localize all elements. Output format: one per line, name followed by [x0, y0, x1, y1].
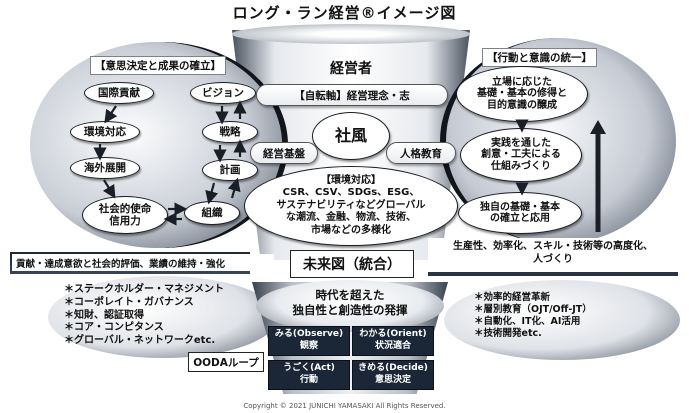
arrow-keikaku-soshiki: [205, 182, 219, 205]
right-panel-header: 【行動と意識の統一】: [482, 48, 597, 67]
bottom-heading: 時代を超えた 独自性と創造性の発揮: [292, 288, 408, 317]
jinkaku-pill: 人格教育: [386, 142, 456, 164]
ooda-act: うごく(Act) 行動: [268, 360, 350, 390]
ooda-decide: きめる(Decide) 意思決定: [352, 360, 434, 390]
right-band: 生産性、効率化、スキル・技術等の高度化、 人づくり: [428, 238, 678, 276]
ooda-label: OODAループ: [188, 352, 264, 372]
bottom-left-list: ＊ステークホルダー・マネジメント ＊コーポレイト・ガバナンス ＊知財、認証取得 …: [64, 284, 264, 348]
br-item-2: ＊層別教育（OJT/Off-JT）: [474, 304, 592, 316]
future-box: 未来図（統合）: [290, 250, 414, 278]
node-keikaku: 計画: [202, 159, 258, 181]
diagram-title: ロング・ラン経営®イメージ図: [232, 4, 457, 22]
shafu-node: 社風: [312, 112, 390, 160]
kiban-pill: 経営基盤: [250, 142, 318, 164]
node-kankyo: 環境対応: [70, 121, 140, 143]
bl-item-1: ＊ステークホルダー・マネジメント: [64, 284, 224, 295]
arrow-right-return-head: [590, 120, 606, 134]
arrow-kokusai-kankyo: [104, 105, 118, 124]
arrow-kaigai-shakai: [102, 179, 116, 199]
node-senryaku: 戦略: [202, 121, 258, 143]
jiritsu-pill: 【自転軸】経営理念・志: [256, 84, 448, 106]
node-right-3: 独自の基礎・基本 の確立と応用: [458, 192, 582, 234]
node-right-1: 立場に応じた 基礎・基本の修得と 目的意識の醸成: [456, 66, 588, 122]
node-right-2: 実践を通した 創意・工夫による 仕組みづくり: [460, 128, 582, 182]
br-item-1: ＊効率的経営革新: [474, 292, 551, 303]
cup-rim: [232, 24, 470, 44]
br-item-3: ＊自動化、IT化、AI活用: [474, 316, 581, 328]
env-node: 【環境対応】 CSR、CSV、SDGs、ESG、 サステナビリティなどグローバル…: [244, 166, 458, 246]
left-panel-header: 【意思決定と成果の確立】: [90, 56, 226, 75]
node-shakai-line2: 信用力: [109, 215, 141, 227]
br-item-4: ＊技術開発etc.: [474, 328, 542, 340]
bottom-funnel-top: [256, 280, 444, 332]
bl-item-2: ＊コーポレイト・ガバナンス: [64, 296, 194, 308]
keieisha-label: 経営者: [330, 61, 372, 77]
ooda-orient: わかる(Orient) 状況適合: [352, 326, 434, 356]
ooda-observe: みる(Observe) 観察: [268, 326, 350, 356]
bl-item-4: ＊コア・コンピタンス: [64, 322, 164, 334]
bl-item-3: ＊知財、認証取得: [64, 309, 144, 321]
node-shakai: 社会的使命 信用力: [82, 196, 168, 234]
bottom-right-list: ＊効率的経営革新 ＊層別教育（OJT/Off-JT） ＊自動化、IT化、AI活用…: [474, 292, 674, 341]
bl-item-5: ＊グローバル・ネットワークetc.: [64, 335, 216, 347]
copyright: Copyright © 2021 JUNICHI YAMASAKI All Ri…: [243, 402, 446, 410]
node-shakai-line1: 社会的使命: [98, 202, 152, 215]
arrow-soshiki-keikaku: [227, 177, 241, 199]
lower-left-ellipse: [48, 276, 278, 358]
left-band: 貢献・達成意欲と社会的評価、業績の維持・強化: [12, 254, 274, 271]
lower-right-ellipse: [444, 280, 680, 360]
node-kokusai: 国際貢献: [84, 82, 154, 104]
node-vision: ビジョン: [190, 82, 256, 104]
